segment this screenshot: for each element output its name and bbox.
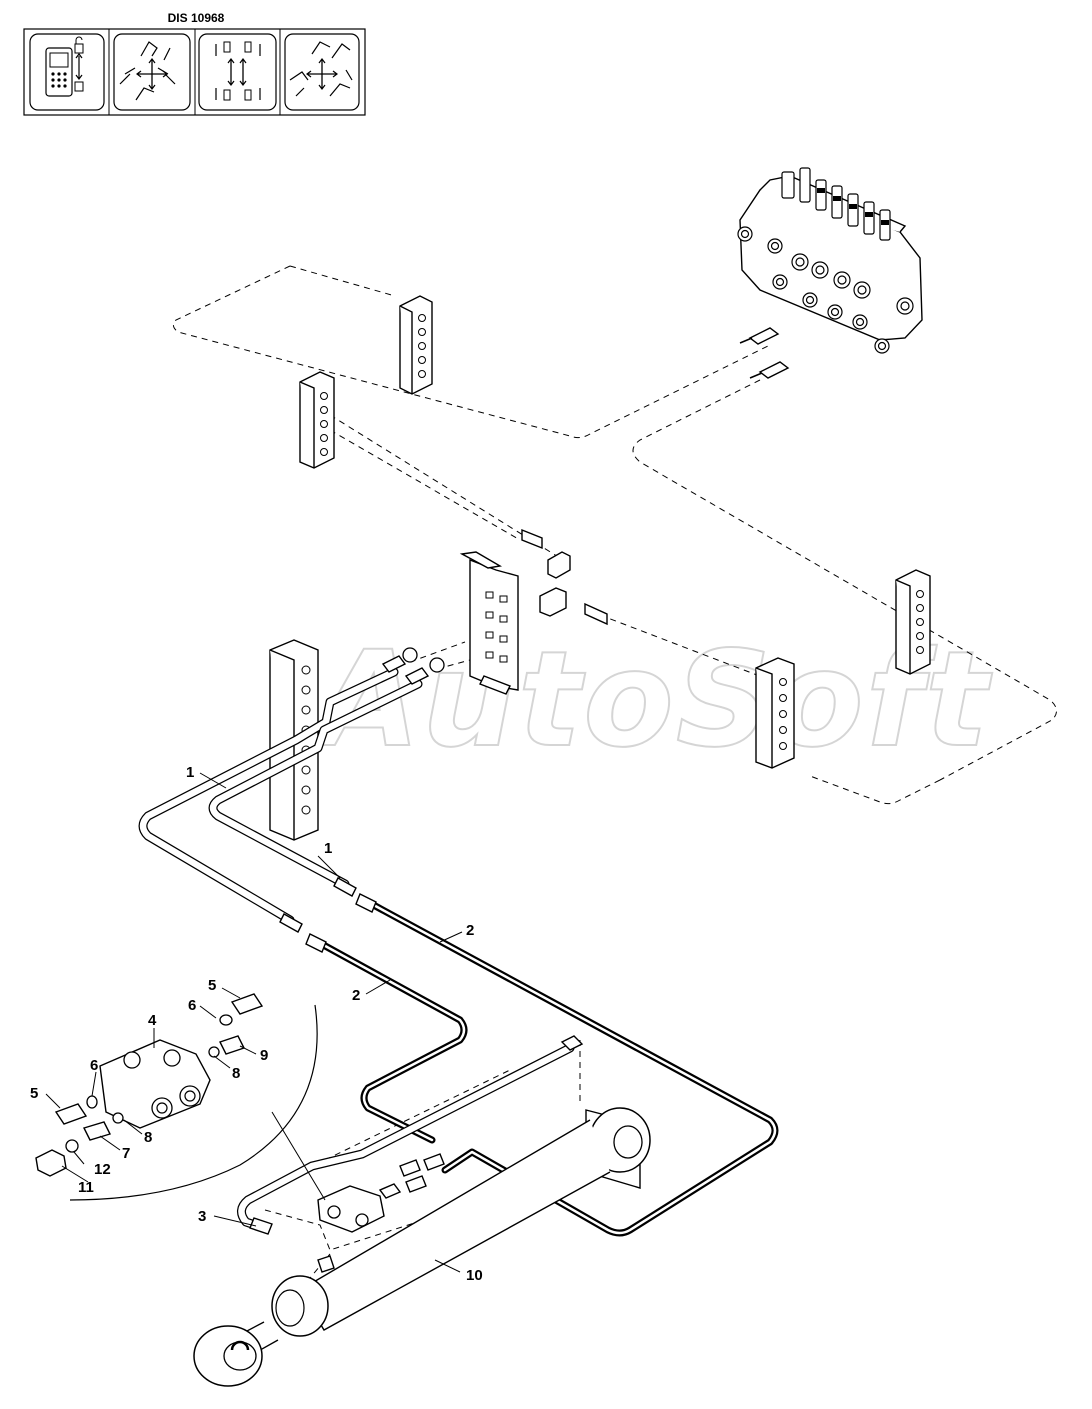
hydraulic-cylinder: [193, 1107, 651, 1387]
callout-10: 10: [466, 1267, 483, 1284]
callout-1: 1: [324, 840, 332, 857]
hose-line-2: [305, 893, 779, 1237]
remote-control-lock-icon: [29, 33, 105, 111]
callout-2: 2: [466, 922, 474, 939]
control-valve-bank: [737, 167, 923, 379]
pipe-3: [237, 1035, 584, 1235]
callout-5: 5: [208, 977, 216, 994]
callout-6: 6: [188, 997, 196, 1014]
header-strip: DIS 10968: [23, 11, 366, 116]
excavator-iso-pattern-icon: [113, 33, 191, 111]
callout-1: 1: [186, 764, 194, 781]
callout-9: 9: [260, 1047, 268, 1064]
callout-5: 5: [30, 1085, 38, 1102]
hose-clamp-block-right: [895, 569, 931, 675]
callout-numbers: 1 1 2 2 3 4 5 5 6 6 7 8 8 9 10 11 12: [30, 764, 483, 1284]
callout-12: 12: [94, 1161, 111, 1178]
check-valve-block: [317, 1153, 445, 1233]
hose-line-1: [138, 655, 430, 933]
mounting-bracket: [459, 551, 519, 695]
callout-11: 11: [78, 1179, 94, 1196]
callout-4: 4: [148, 1012, 157, 1029]
callout-6: 6: [90, 1057, 98, 1074]
callout-7: 7: [122, 1145, 130, 1162]
callout-2: 2: [352, 987, 360, 1004]
callout-leaders: [45, 772, 463, 1273]
callout-3: 3: [198, 1208, 206, 1225]
hose-clamp-block-top-1: [399, 295, 433, 395]
watermark: AutoSoft: [309, 623, 993, 777]
hose-clamp-block-middle: [755, 657, 795, 769]
control-arrows-icon: [198, 33, 277, 111]
callout-8: 8: [232, 1065, 240, 1082]
pipe-fittings: [402, 528, 608, 673]
diagram-code: DIS 10968: [168, 11, 225, 25]
callout-8: 8: [144, 1129, 152, 1146]
excavator-sae-pattern-icon: [284, 33, 360, 111]
hose-clamp-block-top-2: [299, 371, 335, 469]
exploded-valve-detail: [35, 993, 326, 1201]
